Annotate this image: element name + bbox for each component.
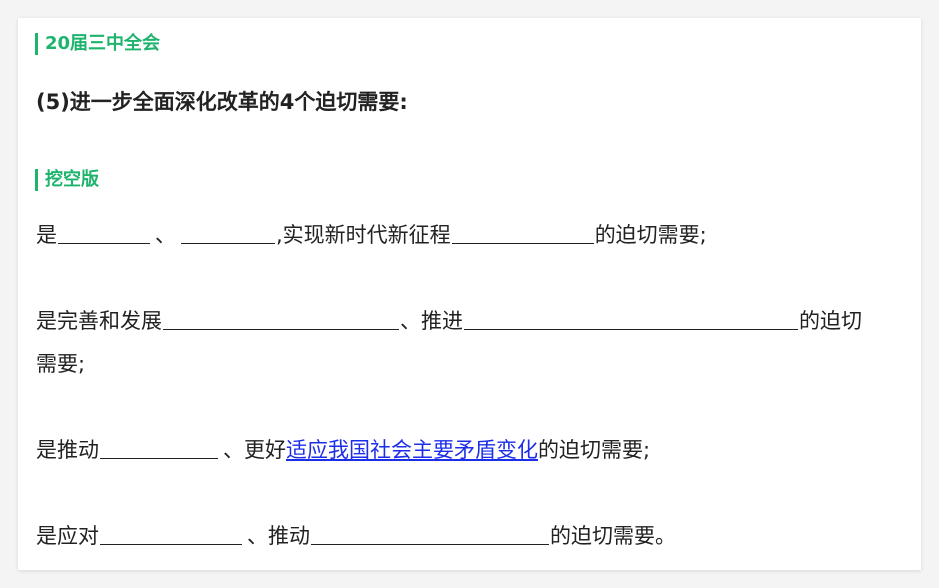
blank-1a[interactable]: [58, 217, 150, 244]
sentence-1-mid: ,实现新时代新征程: [276, 223, 451, 247]
blank-2a[interactable]: [163, 303, 399, 330]
blank-4a[interactable]: [100, 518, 242, 545]
sentence-1-sep: 、: [155, 223, 176, 247]
blank-3a[interactable]: [100, 432, 218, 459]
sentence-2: 是完善和发展 、推进 的迫切: [36, 300, 862, 343]
sentence-3-sep: 、更好: [223, 438, 286, 462]
section-tag-fill-blank: 挖空版: [35, 169, 99, 191]
question-heading: (5)进一步全面深化改革的4个迫切需要:: [36, 90, 408, 114]
sentence-3-prefix: 是推动: [36, 438, 99, 462]
sentence-1-prefix: 是: [36, 223, 57, 247]
sentence-2-suffix-2: 需要;: [36, 352, 86, 376]
sentence-2-suffix: 的迫切: [799, 309, 862, 333]
sentence-4-prefix: 是应对: [36, 524, 99, 548]
sentence-4-sep: 、推动: [247, 524, 310, 548]
blank-4b[interactable]: [311, 518, 549, 545]
sentence-2-sep: 、推进: [400, 309, 463, 333]
sentence-1: 是 、 ,实现新时代新征程 的迫切需要;: [36, 214, 707, 257]
sentence-4-suffix: 的迫切需要。: [550, 524, 676, 548]
blank-1b[interactable]: [181, 217, 275, 244]
blank-1c[interactable]: [451, 217, 594, 244]
content-card: 20届三中全会 (5)进一步全面深化改革的4个迫切需要: 挖空版 是 、 ,实现新时…: [18, 18, 921, 570]
sentence-2-prefix: 是完善和发展: [36, 309, 162, 333]
sentence-1-suffix: 的迫切需要;: [594, 223, 707, 247]
section-tag-plenum: 20届三中全会: [35, 33, 160, 55]
blank-2b[interactable]: [464, 303, 798, 330]
sentence-4: 是应对 、推动 的迫切需要。: [36, 515, 676, 558]
contradiction-link[interactable]: 适应我国社会主要矛盾变化: [286, 438, 538, 462]
sentence-3-suffix: 的迫切需要;: [538, 438, 651, 462]
sentence-3: 是推动 、更好适应我国社会主要矛盾变化的迫切需要;: [36, 429, 650, 472]
sentence-2-continued: 需要;: [36, 343, 85, 386]
